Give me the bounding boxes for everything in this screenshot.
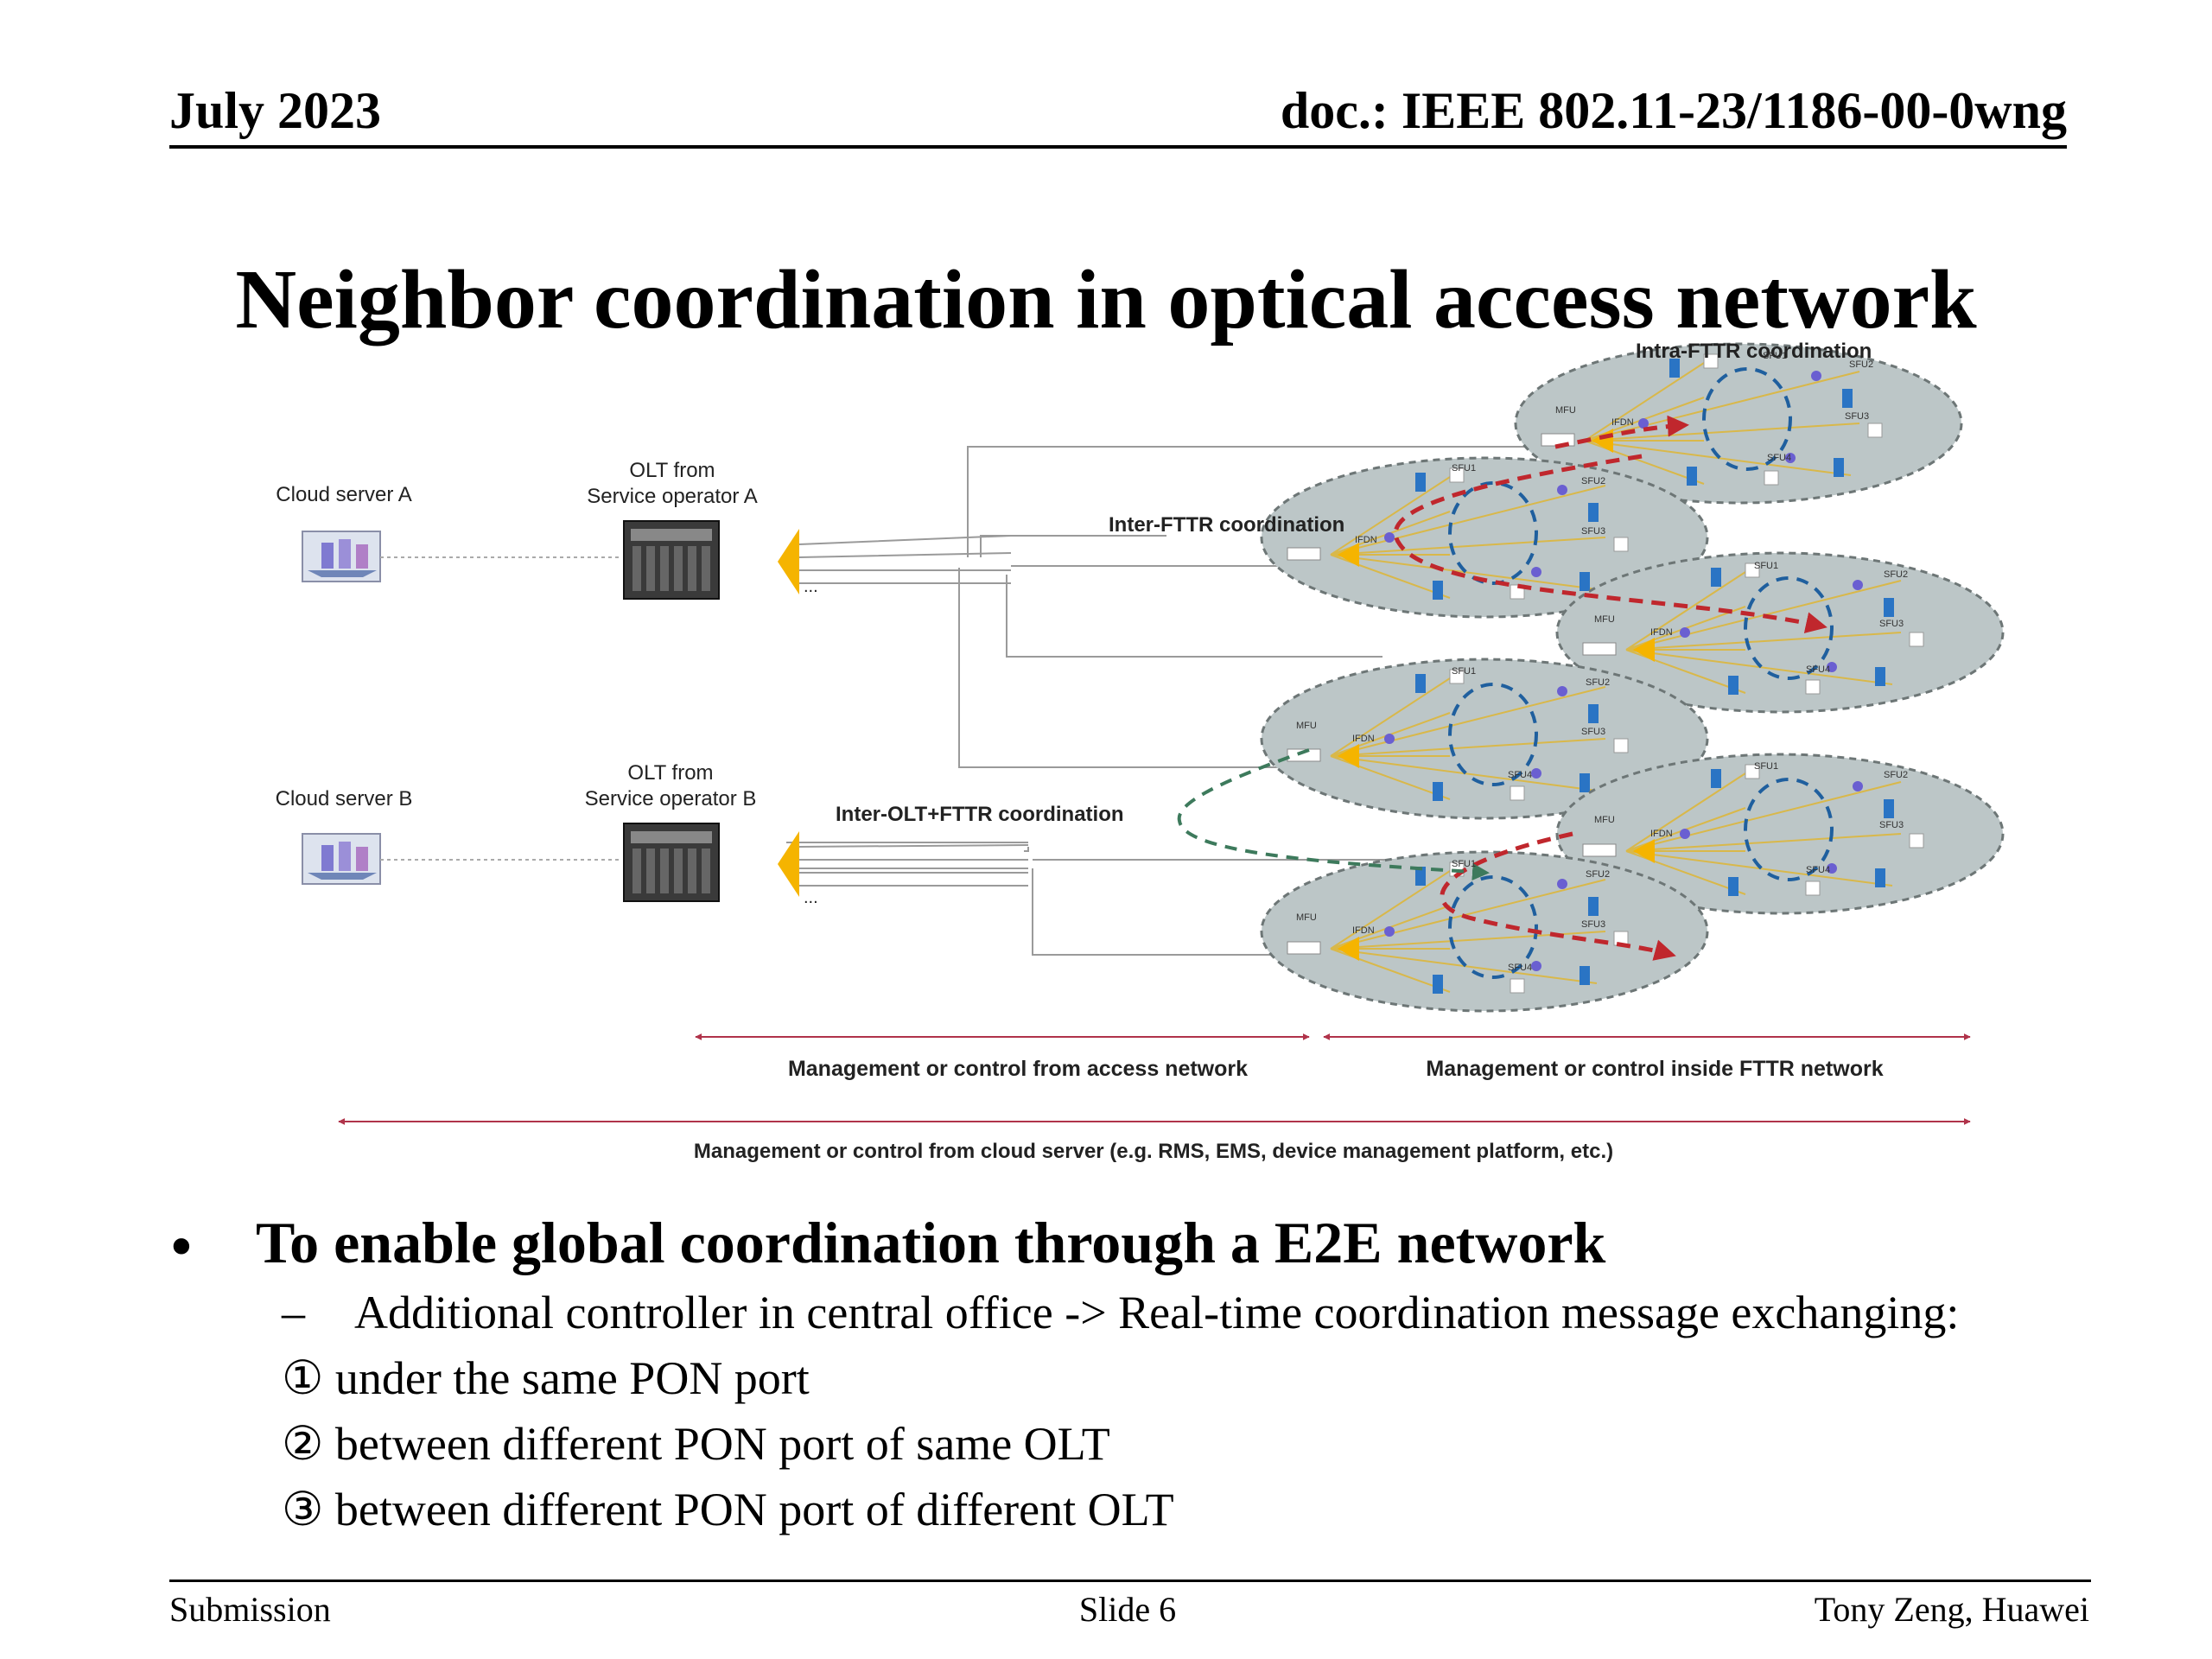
cloud-server-a-icon [302, 531, 381, 582]
bullet-marker: • [171, 1213, 192, 1279]
label-inter-fttr: Inter-FTTR coordination [1109, 513, 1344, 537]
label-cloud-server-a: Cloud server A [276, 483, 411, 506]
label-sfu1-4: SFU1 [1452, 666, 1476, 677]
label-sfu3-4: SFU3 [1581, 727, 1605, 737]
footer-rule [169, 1580, 2091, 1582]
label-sfu3-1: SFU3 [1845, 411, 1869, 422]
label-sfu1-5: SFU1 [1754, 761, 1778, 772]
label-sfu2-6: SFU2 [1586, 869, 1610, 880]
list-item: ③ between different PON port of differen… [282, 1484, 1174, 1535]
inter-olt-green-arrow [1177, 748, 1490, 880]
inter-fttr-arrow [1393, 454, 1827, 633]
label-ifdn-5: IFDN [1650, 829, 1673, 839]
label-splitter-a-ellipsis: ... [804, 577, 818, 596]
label-mfu-1: MFU [1555, 405, 1576, 416]
label-olt-b-line1: OLT from [627, 761, 713, 785]
footer-slide-number: Slide 6 [1078, 1590, 1177, 1629]
label-sfu1-3: SFU1 [1754, 561, 1778, 571]
label-olt-b-line2: Service operator B [585, 787, 757, 810]
label-sfu4-1: SFU4 [1767, 453, 1791, 463]
bullet-main: To enable global coordination through a … [256, 1210, 1606, 1275]
label-sfu3-2: SFU3 [1581, 526, 1605, 537]
label-cloud-server-b: Cloud server B [276, 787, 413, 810]
footer-left: Submission [169, 1590, 331, 1629]
label-sfu2-4: SFU2 [1586, 677, 1610, 688]
label-mgmt-cloud: Management or control from cloud server … [694, 1140, 1613, 1163]
header-date: July 2023 [169, 82, 382, 139]
label-sfu2-3: SFU2 [1884, 569, 1908, 580]
label-mgmt-access: Management or control from access networ… [788, 1057, 1248, 1081]
label-sfu2-5: SFU2 [1884, 770, 1908, 780]
list-item: ① under the same PON port [282, 1352, 810, 1404]
label-ifdn-4: IFDN [1352, 734, 1375, 744]
label-ifdn-6: IFDN [1352, 925, 1375, 936]
olt-a-icon [623, 520, 720, 600]
splitter-a-icon [778, 529, 799, 594]
label-mfu-5: MFU [1594, 815, 1615, 825]
label-mfu-3: MFU [1594, 614, 1615, 625]
label-mgmt-fttr: Management or control inside FTTR networ… [1426, 1057, 1883, 1081]
sub-bullet-marker: – [282, 1287, 305, 1338]
label-ifdn-2: IFDN [1355, 535, 1377, 545]
list-item: ② between different PON port of same OLT [282, 1418, 1110, 1470]
label-sfu4-4: SFU4 [1508, 770, 1532, 780]
header-doc-id: doc.: IEEE 802.11-23/1186-00-0wng [1280, 82, 2067, 139]
label-inter-olt: Inter-OLT+FTTR coordination [836, 803, 1124, 826]
olt-b-icon [623, 823, 720, 902]
label-sfu1-6: SFU1 [1452, 859, 1476, 869]
splitter-b-icon [778, 831, 799, 897]
label-sfu1-2: SFU1 [1452, 463, 1476, 474]
label-sfu1-1: SFU1 [1763, 351, 1787, 361]
sub-bullet-text: Additional controller in central office … [354, 1287, 1960, 1338]
label-olt-a-line1: OLT from [629, 459, 715, 482]
label-sfu4-6: SFU4 [1508, 963, 1532, 973]
label-splitter-b-ellipsis: ... [804, 888, 818, 907]
label-ifdn-1: IFDN [1611, 417, 1634, 428]
label-sfu3-5: SFU3 [1879, 820, 1904, 830]
footer-author: Tony Zeng, Huawei [1814, 1590, 2089, 1629]
fttr-cluster-6 [1260, 850, 1709, 1013]
slide-title: Neighbor coordination in optical access … [235, 253, 1977, 346]
label-sfu3-3: SFU3 [1879, 619, 1904, 629]
label-olt-a-line2: Service operator A [587, 485, 757, 508]
label-sfu2-1: SFU2 [1849, 359, 1873, 370]
inter-olt-red-arrow [1440, 831, 1676, 961]
label-ifdn-3: IFDN [1650, 627, 1673, 638]
label-mfu-4: MFU [1296, 721, 1317, 731]
label-intra-fttr: Intra-FTTR coordination [1636, 340, 1872, 363]
label-mfu-6: MFU [1296, 912, 1317, 923]
wiring [786, 446, 1581, 956]
label-sfu2-2: SFU2 [1581, 476, 1605, 486]
cloud-server-b-icon [302, 833, 381, 885]
header-rule [169, 145, 2067, 149]
label-sfu4-5: SFU4 [1806, 865, 1830, 875]
label-sfu4-3: SFU4 [1806, 664, 1830, 675]
label-sfu3-6: SFU3 [1581, 919, 1605, 930]
intra-fttr-arrow [1554, 415, 1689, 449]
